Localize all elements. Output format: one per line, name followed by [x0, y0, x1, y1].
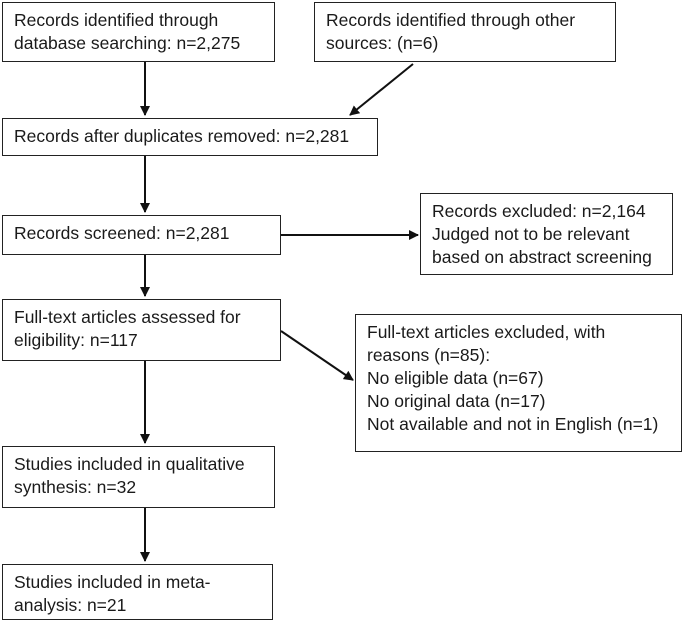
arrow-other-to-dedup — [349, 63, 414, 116]
box-line: Records screened: n=2,281 — [14, 223, 230, 243]
box-line: Full-text articles excluded, with — [367, 322, 606, 342]
box-other-sources: Records identified through other sources… — [314, 2, 616, 62]
box-line: Full-text articles assessed for — [14, 307, 241, 327]
box-qualitative-synthesis: Studies included in qualitative synthesi… — [2, 446, 275, 508]
box-full-text-assessed: Full-text articles assessed for eligibil… — [2, 299, 281, 361]
arrow-fulltext-to-ftexcluded — [280, 330, 354, 381]
box-full-text-excluded: Full-text articles excluded, with reason… — [355, 314, 682, 452]
box-line: Records after duplicates removed: n=2,28… — [14, 126, 350, 146]
box-after-duplicates: Records after duplicates removed: n=2,28… — [2, 118, 378, 156]
box-line: database searching: n=2,275 — [14, 33, 241, 53]
box-line: Records identified through other — [326, 10, 576, 30]
box-meta-analysis: Studies included in meta- analysis: n=21 — [2, 564, 273, 620]
box-line: No original data (n=17) — [367, 391, 546, 411]
box-records-screened: Records screened: n=2,281 — [2, 215, 281, 255]
box-line: synthesis: n=32 — [14, 477, 137, 497]
box-line: based on abstract screening — [432, 247, 652, 267]
box-line: reasons (n=85): — [367, 345, 491, 365]
box-database-searching: Records identified through database sear… — [2, 2, 275, 62]
box-line: analysis: n=21 — [14, 595, 127, 615]
box-line: No eligible data (n=67) — [367, 368, 544, 388]
box-line: Records identified through — [14, 10, 219, 30]
box-line: sources: (n=6) — [326, 33, 439, 53]
box-line: Judged not to be relevant — [432, 224, 630, 244]
box-line: Studies included in qualitative — [14, 454, 245, 474]
box-line: Studies included in meta- — [14, 572, 211, 592]
box-line: eligibility: n=117 — [14, 330, 138, 350]
box-line: Not available and not in English (n=1) — [367, 414, 659, 434]
box-records-excluded: Records excluded: n=2,164 Judged not to … — [420, 193, 673, 275]
box-line: Records excluded: n=2,164 — [432, 201, 646, 221]
